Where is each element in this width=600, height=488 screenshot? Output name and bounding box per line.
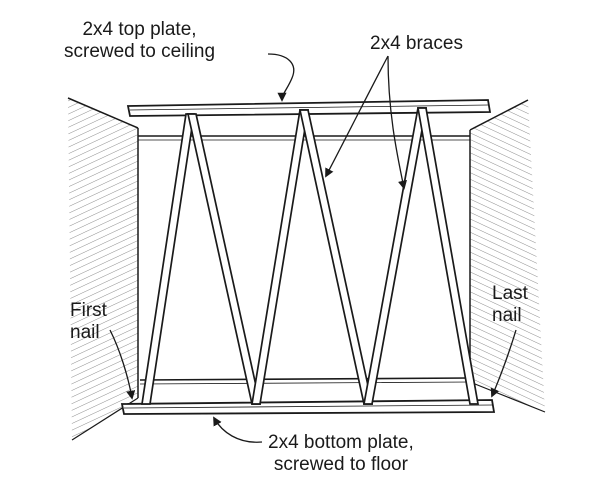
brace-1 — [141, 113, 195, 405]
bottom-plate-label-line1: 2x4 bottom plate, — [268, 432, 414, 453]
top-plate-label: 2x4 top plate, screwed to ceiling — [64, 19, 215, 63]
brace-3 — [250, 109, 310, 405]
bottom-plate — [120, 399, 496, 415]
arrow-last-nail — [490, 329, 517, 398]
brace-4 — [298, 109, 374, 405]
braces-label-text: 2x4 braces — [370, 33, 463, 54]
room-back-lines — [138, 135, 471, 385]
leader-arrows — [109, 53, 517, 443]
top-plate — [126, 99, 492, 117]
arrow-bottom-plate — [213, 416, 263, 443]
brace-5 — [362, 107, 428, 405]
first-nail-label: First nail — [70, 300, 107, 344]
left-wall — [67, 97, 139, 441]
top-plate-label-line2: screwed to ceiling — [64, 41, 216, 62]
braces-label: 2x4 braces — [370, 33, 463, 55]
last-nail-label-line1: Last — [492, 283, 528, 304]
first-nail-label-line1: First — [70, 300, 107, 321]
bottom-plate-label: 2x4 bottom plate, screwed to floor — [268, 432, 414, 476]
arrow-first-nail — [109, 329, 136, 400]
bottom-plate-label-line2: screwed to floor — [273, 454, 408, 475]
arrow-brace-right — [387, 55, 407, 190]
arrow-top-plate — [267, 53, 295, 102]
brace-6 — [416, 107, 480, 405]
top-plate-label-line1: 2x4 top plate, — [82, 19, 197, 40]
arrow-brace-left — [325, 55, 389, 178]
braces — [141, 107, 480, 405]
first-nail-label-line2: nail — [70, 322, 100, 343]
brace-2 — [186, 113, 262, 405]
last-nail-label: Last nail — [492, 283, 528, 327]
right-wall — [469, 99, 546, 413]
last-nail-label-line2: nail — [492, 305, 522, 326]
